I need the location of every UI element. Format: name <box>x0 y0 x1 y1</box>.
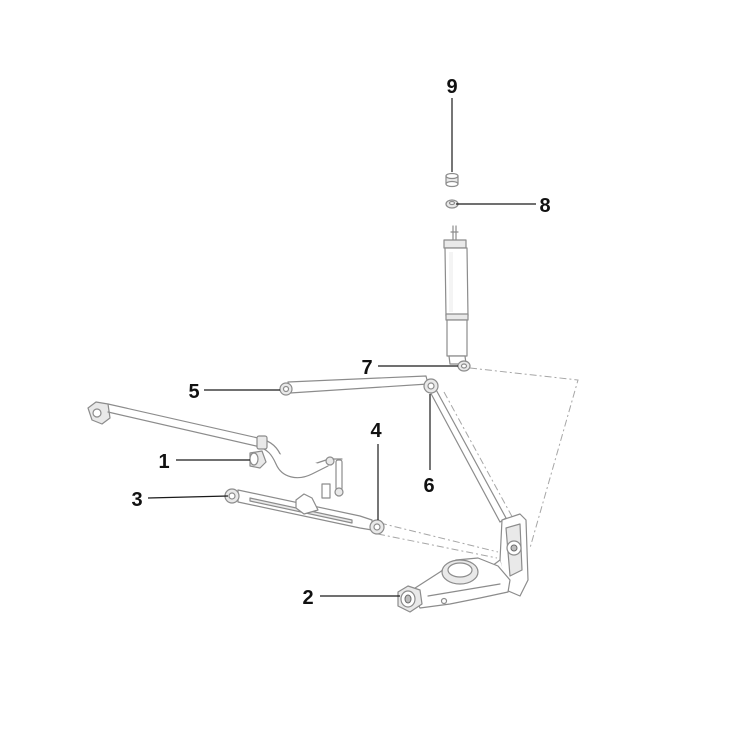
callout-7: 7 <box>361 357 372 379</box>
upper-lateral-link <box>279 375 429 396</box>
shock-absorber <box>443 225 471 372</box>
callout-9: 9 <box>446 76 457 98</box>
spring-link-arm <box>397 557 511 613</box>
callout-4: 4 <box>370 420 382 442</box>
shock-mount-cap <box>445 172 459 188</box>
callout-2: 2 <box>302 587 313 609</box>
stabilizer-end-link <box>321 456 344 499</box>
callout-3: 3 <box>131 489 142 511</box>
phantom-subframe-outline <box>377 367 579 559</box>
leader-lines <box>147 98 536 597</box>
callout-8: 8 <box>539 195 550 217</box>
trailing-link <box>423 378 507 523</box>
stabilizer-bushing <box>249 450 267 469</box>
callout-1: 1 <box>158 451 169 473</box>
leader-3 <box>147 495 229 499</box>
shock-bushing-lower <box>445 199 459 209</box>
callout-5: 5 <box>188 381 199 403</box>
stabilizer-bar <box>87 401 329 479</box>
callout-labels: 1 2 3 4 5 6 7 8 9 <box>131 76 550 609</box>
lower-control-arm <box>224 488 385 535</box>
callout-6: 6 <box>423 475 434 497</box>
